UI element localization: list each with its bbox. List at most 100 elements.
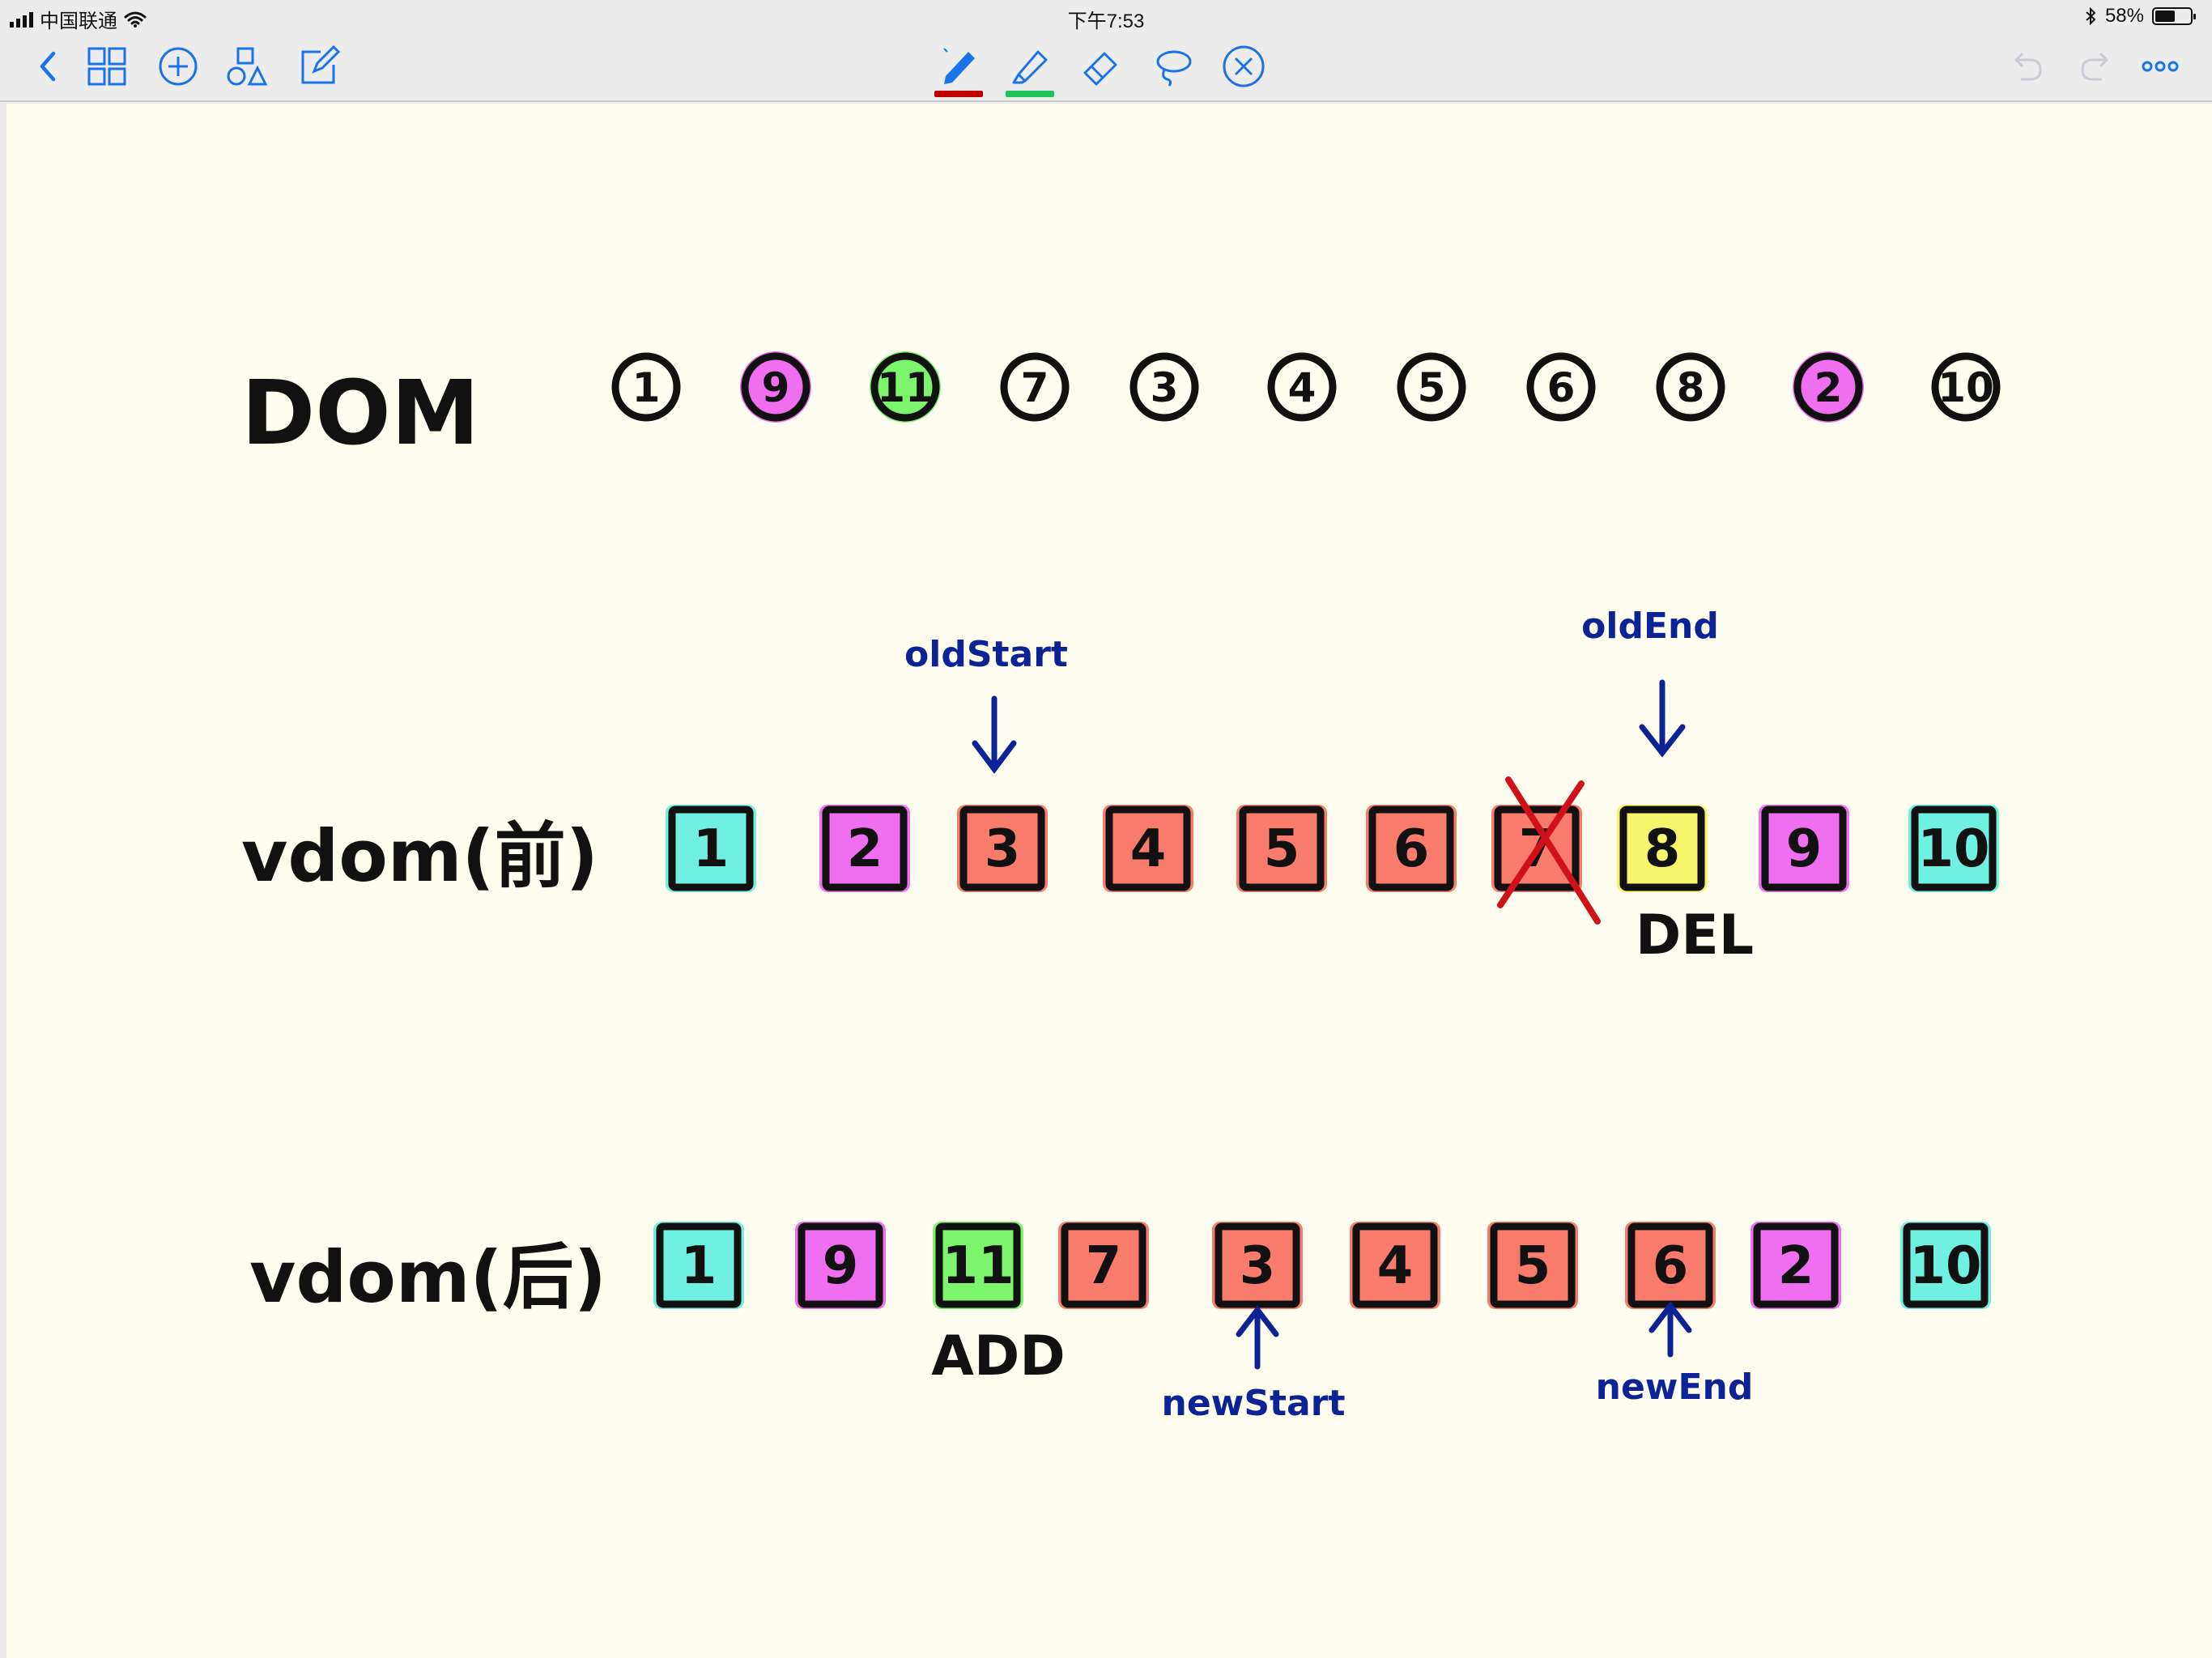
undo-icon xyxy=(2014,52,2042,81)
node-label: 1 xyxy=(681,1236,717,1296)
more-button[interactable] xyxy=(2134,40,2186,92)
node-box xyxy=(959,806,1045,891)
pen-tool-button[interactable] xyxy=(933,40,985,97)
node-highlight xyxy=(1236,805,1327,892)
add-circle-icon xyxy=(159,47,198,86)
edit-button[interactable] xyxy=(293,40,345,92)
close-tool-button[interactable] xyxy=(1218,40,1270,92)
node-box xyxy=(798,1222,883,1308)
del-label: DEL xyxy=(1636,903,1754,967)
battery-percent: 58% xyxy=(2104,5,2144,27)
node-box xyxy=(935,1222,1021,1308)
node-label: 7 xyxy=(1021,364,1049,411)
eraser-tool-button[interactable] xyxy=(1075,40,1127,92)
redo-button[interactable] xyxy=(2071,40,2123,92)
status-left: 中国联通 xyxy=(10,5,147,33)
node-label: 5 xyxy=(1418,364,1446,411)
node-highlight xyxy=(819,805,910,892)
node-circle xyxy=(1656,352,1725,422)
node-circle xyxy=(1129,352,1199,422)
new-start-label: newStart xyxy=(1162,1383,1346,1424)
node-label: 5 xyxy=(1264,819,1300,879)
node-highlight xyxy=(740,351,811,423)
node-label: 6 xyxy=(1653,1236,1689,1296)
node-circle xyxy=(1931,352,2001,422)
shapes-button[interactable] xyxy=(222,40,274,92)
bluetooth-icon xyxy=(2086,6,2096,26)
node-label: 8 xyxy=(1677,364,1705,411)
node-label: 11 xyxy=(877,364,934,411)
node-circle xyxy=(1267,352,1337,422)
node-highlight xyxy=(1793,351,1864,423)
node-circle xyxy=(1397,352,1466,422)
status-bar: 中国联通 下午7:53 58% xyxy=(0,0,2212,34)
node-box xyxy=(1368,806,1454,891)
node-label: 4 xyxy=(1288,364,1317,411)
old-start-arrow xyxy=(972,695,1017,774)
highlighter-tool-button[interactable] xyxy=(1004,40,1056,97)
delete-cross xyxy=(1497,776,1601,925)
node-box xyxy=(1753,1222,1839,1308)
node-highlight xyxy=(653,1222,744,1309)
node-circle xyxy=(1793,352,1863,422)
back-chevron-icon xyxy=(40,51,56,82)
toolbar xyxy=(0,34,2212,102)
node-label: 2 xyxy=(847,819,883,879)
row-label: vdom(后) xyxy=(249,1235,606,1319)
carrier-label: 中国联通 xyxy=(40,11,117,32)
node-circle xyxy=(741,352,810,422)
node-label: 4 xyxy=(1377,1236,1414,1296)
back-button[interactable] xyxy=(23,40,74,92)
node-box xyxy=(1214,1222,1300,1308)
node-highlight xyxy=(1625,1222,1716,1309)
node-label: 9 xyxy=(762,364,790,411)
node-label: 11 xyxy=(942,1236,1014,1296)
node-label: 3 xyxy=(1240,1236,1276,1296)
node-label: 1 xyxy=(693,819,730,879)
node-box xyxy=(1490,1222,1576,1308)
new-end-arrow xyxy=(1648,1301,1692,1358)
node-highlight xyxy=(933,1222,1023,1309)
new-start-arrow xyxy=(1236,1305,1279,1370)
node-label: 2 xyxy=(1814,364,1843,411)
pen-color-indicator xyxy=(934,91,983,97)
node-highlight xyxy=(957,805,1048,892)
node-highlight xyxy=(1212,1222,1303,1309)
grid-button[interactable] xyxy=(81,40,133,92)
lasso-tool-button[interactable] xyxy=(1146,40,1198,92)
edit-icon xyxy=(301,45,341,84)
node-box xyxy=(1105,806,1191,891)
node-box xyxy=(1061,1222,1146,1308)
highlighter-icon xyxy=(1012,50,1048,84)
node-box xyxy=(668,806,754,891)
eraser-icon xyxy=(1083,52,1117,86)
add-label: ADD xyxy=(931,1324,1066,1388)
node-label: 9 xyxy=(823,1236,859,1296)
redo-icon xyxy=(2081,52,2109,81)
signal-icon xyxy=(10,11,33,28)
node-label: 10 xyxy=(1909,1236,1981,1296)
close-circle-icon xyxy=(1223,45,1265,87)
node-box xyxy=(1903,1222,1989,1308)
add-button[interactable] xyxy=(152,40,204,92)
old-end-label: oldEnd xyxy=(1581,606,1719,647)
node-circle xyxy=(611,352,681,422)
node-highlight xyxy=(1759,805,1849,892)
node-label: 5 xyxy=(1515,1236,1551,1296)
node-highlight xyxy=(666,805,756,892)
node-box xyxy=(1619,806,1705,891)
node-box xyxy=(656,1222,742,1308)
new-end-label: newEnd xyxy=(1596,1367,1754,1408)
node-label: 1 xyxy=(632,364,661,411)
node-highlight xyxy=(1103,805,1193,892)
undo-button[interactable] xyxy=(2000,40,2052,92)
old-end-arrow xyxy=(1639,679,1686,758)
node-highlight xyxy=(795,1222,886,1309)
node-highlight xyxy=(1900,1222,1991,1309)
node-label: 9 xyxy=(1786,819,1823,879)
row-label: DOM xyxy=(241,361,479,465)
shapes-icon xyxy=(227,47,268,86)
node-highlight xyxy=(1487,1222,1578,1309)
